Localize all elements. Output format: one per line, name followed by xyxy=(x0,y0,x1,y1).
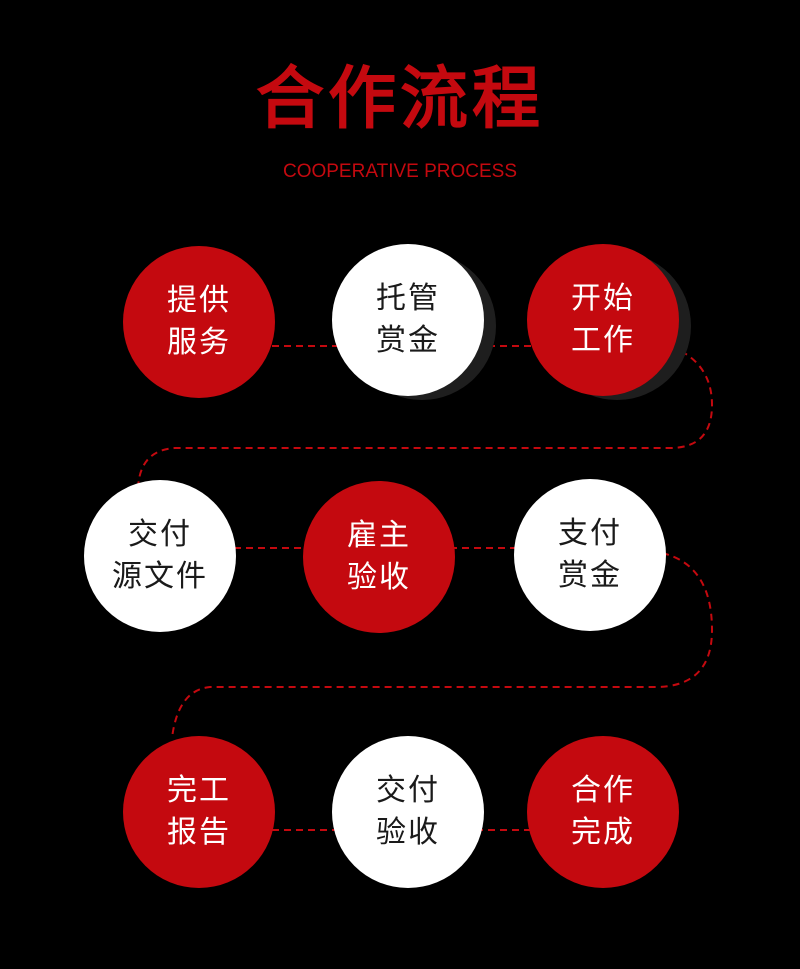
page-subtitle: COOPERATIVE PROCESS xyxy=(282,161,518,182)
step-provide-service: 提供 服务 xyxy=(123,246,275,398)
step-deliver-source-files: 交付 源文件 xyxy=(84,480,236,632)
step-label-line1: 托管 xyxy=(376,281,440,316)
step-label-line1: 提供 xyxy=(167,283,231,318)
step-start-work: 开始 工作 xyxy=(527,244,679,396)
step-employer-acceptance: 雇主 验收 xyxy=(303,481,455,633)
step-label-line2: 源文件 xyxy=(112,559,208,594)
step-escrow-reward: 托管 赏金 xyxy=(332,244,484,396)
step-label-line2: 完成 xyxy=(571,815,635,850)
step-label-line1: 开始 xyxy=(571,281,635,316)
step-label-line1: 雇主 xyxy=(347,518,411,553)
step-label-line2: 服务 xyxy=(167,325,231,360)
step-label-line2: 验收 xyxy=(376,815,440,850)
step-pay-reward: 支付 赏金 xyxy=(514,479,666,631)
step-label-line2: 工作 xyxy=(571,323,635,358)
step-label-line2: 赏金 xyxy=(376,323,440,358)
step-label-line2: 报告 xyxy=(167,815,231,850)
step-label-line2: 赏金 xyxy=(558,558,622,593)
step-label-line1: 支付 xyxy=(558,516,622,551)
step-label-line1: 合作 xyxy=(571,773,635,808)
step-label-line1: 完工 xyxy=(167,773,231,808)
step-label-line1: 交付 xyxy=(128,517,192,552)
page-title: 合作流程 xyxy=(255,60,544,139)
step-label-line1: 交付 xyxy=(376,773,440,808)
step-delivery-acceptance: 交付 验收 xyxy=(332,736,484,888)
connector-turn-right-2 xyxy=(171,552,714,739)
step-label-line2: 验收 xyxy=(347,560,411,595)
step-completion-report: 完工 报告 xyxy=(123,736,275,888)
connector-turn-right-1 xyxy=(137,345,714,489)
step-cooperation-complete: 合作 完成 xyxy=(527,736,679,888)
